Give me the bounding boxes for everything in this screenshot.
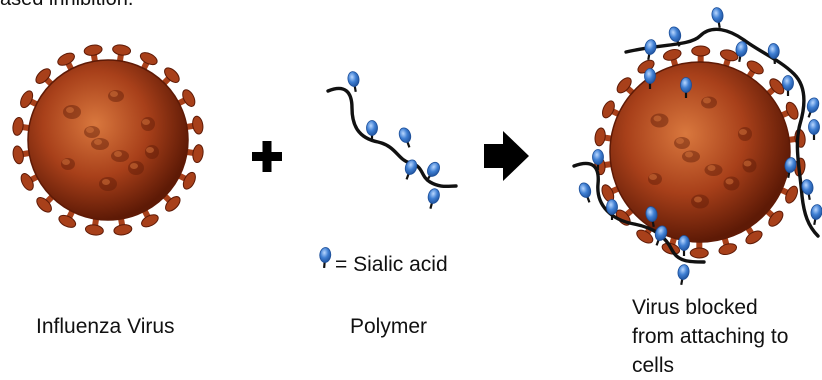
arrow-right-icon [484,131,529,181]
polymer-label: Polymer [350,313,427,341]
result-label-line-2: from attaching to [632,323,788,351]
virus-label: Influenza Virus [36,313,175,341]
legend-label: = Sialic acid [335,251,448,279]
plus-icon [252,141,282,172]
influenza-virus-image [12,44,205,237]
result-label-line-3: cells [632,352,674,380]
result-label-line-1: Virus blocked [632,294,758,322]
sialic-acid-icon [319,247,332,268]
blocked-virus-image [594,46,806,258]
